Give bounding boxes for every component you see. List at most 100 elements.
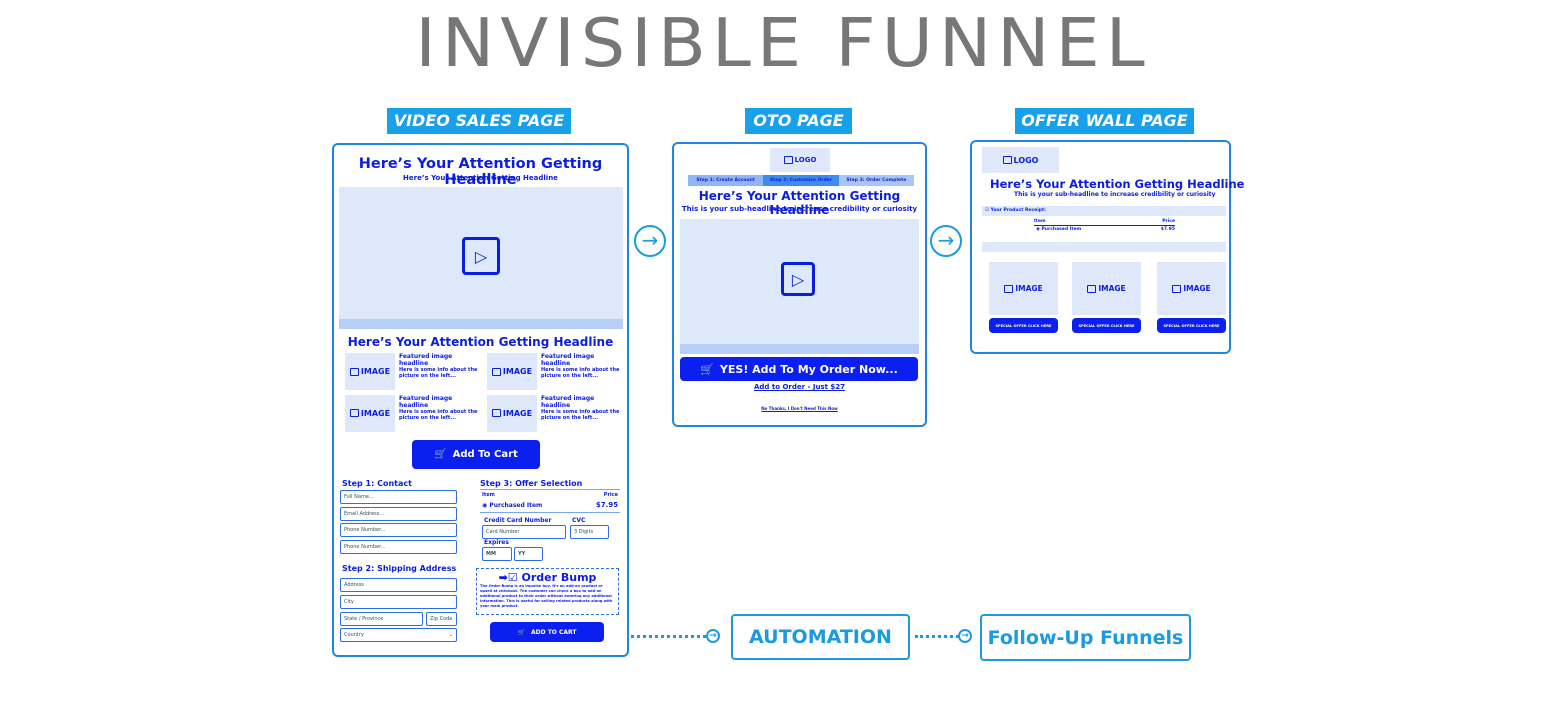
offer-card: IMAGE SPECIAL OFFER CLICK HERE xyxy=(1157,262,1226,333)
video-controls[interactable] xyxy=(339,319,623,329)
oto-headline: Here’s Your Attention Getting Headline xyxy=(698,189,901,217)
offerwall-label: OFFER WALL PAGE xyxy=(1015,108,1194,134)
dotted-connector xyxy=(631,635,706,638)
no-thanks-link[interactable]: No Thanks, I Don't Need This Now xyxy=(761,406,838,411)
offer-card: IMAGE SPECIAL OFFER CLICK HERE xyxy=(1072,262,1141,333)
address-input[interactable]: Address xyxy=(340,578,457,592)
video-player[interactable]: ▷ xyxy=(680,219,919,354)
feature-headline: Featured image headline xyxy=(399,394,453,409)
arrow-right-icon: → xyxy=(706,629,720,643)
month-select[interactable]: MM xyxy=(482,547,512,561)
image-icon xyxy=(1172,284,1182,293)
cart-icon: 🛒 xyxy=(517,628,525,636)
feature-text: Here is some info about the picture on t… xyxy=(399,367,478,379)
add-to-cart-small-button[interactable]: 🛒ADD TO CART xyxy=(490,622,604,642)
automation-box: AUTOMATION xyxy=(731,614,910,660)
oto-label: OTO PAGE xyxy=(745,108,852,134)
image-icon xyxy=(491,367,501,376)
add-to-cart-button[interactable]: 🛒Add To Cart xyxy=(412,440,540,469)
image-placeholder: IMAGE xyxy=(345,394,395,432)
arrow-right-icon: → xyxy=(958,629,972,643)
city-input[interactable]: City xyxy=(340,595,457,609)
special-offer-button[interactable]: SPECIAL OFFER CLICK HERE xyxy=(1072,318,1141,333)
item-price: $7.95 xyxy=(595,501,618,509)
price-header: Price xyxy=(603,492,618,498)
state-input[interactable]: State / Province xyxy=(340,612,423,626)
cvc-input[interactable]: 3 Digits xyxy=(570,525,609,539)
video-controls[interactable] xyxy=(680,344,919,354)
divider-bar xyxy=(982,242,1226,252)
image-placeholder: IMAGE xyxy=(345,353,395,390)
year-select[interactable]: YY xyxy=(514,547,543,561)
image-icon xyxy=(1087,284,1097,293)
zip-input[interactable]: Zip Code xyxy=(426,612,457,626)
vsp-headline-2: Here’s Your Attention Getting Headline xyxy=(347,335,614,349)
oto-subheadline: This is your sub-headline to increase cr… xyxy=(681,205,918,213)
phone-input[interactable]: Phone Number... xyxy=(340,523,457,537)
video-icon: ▷ xyxy=(781,262,815,296)
step-1: Step 1: Create Account xyxy=(688,175,764,186)
video-icon: ▷ xyxy=(462,237,500,275)
feature-text: Here is some info about the picture on t… xyxy=(541,367,620,379)
special-offer-button[interactable]: SPECIAL OFFER CLICK HERE xyxy=(989,318,1058,333)
cart-icon: 🛒 xyxy=(434,449,447,460)
offer-card: IMAGE SPECIAL OFFER CLICK HERE xyxy=(989,262,1058,333)
feature-headline: Featured image headline xyxy=(399,353,453,367)
add-to-order-link[interactable]: Add to Order - Just $27 xyxy=(753,383,845,391)
page-title: INVISIBLE FUNNEL xyxy=(415,4,1151,82)
step2-heading: Step 2: Shipping Address xyxy=(342,564,457,573)
image-placeholder: IMAGE xyxy=(487,353,537,390)
image-icon xyxy=(491,409,501,417)
feature-text: Here is some info about the picture on t… xyxy=(541,408,620,421)
cvc-label: CVC xyxy=(572,517,586,524)
feature-headline: Featured image headline xyxy=(541,394,595,409)
step-3: Step 3: Order Complete xyxy=(846,178,907,183)
image-icon xyxy=(349,409,359,417)
logo-placeholder: LOGO xyxy=(982,147,1059,173)
receipt-bar: ☑ Your Product Receipt: xyxy=(982,206,1226,216)
item-header: Item xyxy=(482,492,495,498)
full-name-input[interactable]: Full Name... xyxy=(340,490,457,504)
image-icon xyxy=(349,367,359,376)
logo-placeholder: LOGO xyxy=(770,148,830,172)
email-input[interactable]: Email Address... xyxy=(340,507,457,521)
order-bump-checkbox[interactable]: ➡☑ Order Bump xyxy=(498,571,597,584)
offerwall-subheadline: This is your sub-headline to increase cr… xyxy=(1014,191,1216,198)
image-icon xyxy=(1002,156,1012,164)
image-icon xyxy=(1004,284,1014,293)
chevron-down-icon: ⌄ xyxy=(448,632,453,638)
step3-heading: Step 3: Offer Selection xyxy=(480,479,583,488)
video-player[interactable]: ▷ xyxy=(339,187,623,329)
country-select[interactable]: Country⌄ xyxy=(340,628,457,642)
video-sales-page: Here’s Your Attention Getting Headline H… xyxy=(332,143,629,657)
step-2: Step 2: Customize Order xyxy=(763,175,839,186)
feature-headline: Featured image headline xyxy=(541,353,595,367)
purchased-item-radio[interactable]: ◉ Purchased Item xyxy=(482,502,543,509)
order-bump-box: ➡☑ Order Bump The Order Bump is an impul… xyxy=(476,568,619,615)
arrow-right-icon: → xyxy=(634,225,666,257)
image-icon xyxy=(783,156,793,164)
arrow-right-icon: → xyxy=(930,225,962,257)
step1-heading: Step 1: Contact xyxy=(342,479,412,488)
image-placeholder: IMAGE xyxy=(989,262,1058,315)
expires-label: Expires xyxy=(484,539,509,546)
card-number-input[interactable]: Card Number xyxy=(482,525,566,539)
follow-up-funnels-box: Follow-Up Funnels xyxy=(980,614,1191,661)
cart-icon: 🛒 xyxy=(700,362,714,376)
order-bump-text: The Order Bump is an impulse buy. It's a… xyxy=(480,584,613,608)
special-offer-button[interactable]: SPECIAL OFFER CLICK HERE xyxy=(1157,318,1226,333)
offer-table: Item Price ◉ Purchased Item $7.95 xyxy=(480,489,620,513)
cc-label: Credit Card Number xyxy=(484,517,552,524)
image-placeholder: IMAGE xyxy=(1157,262,1226,315)
phone-input-2[interactable]: Phone Number... xyxy=(340,540,457,554)
yes-add-to-order-button[interactable]: 🛒YES! Add To My Order Now... xyxy=(680,357,918,381)
vsp-subheadline: Here’s Your Attention Getting Headline xyxy=(403,174,558,182)
dotted-connector xyxy=(915,635,959,638)
vsp-headline: Here’s Your Attention Getting Headline xyxy=(358,156,603,188)
image-placeholder: IMAGE xyxy=(1072,262,1141,315)
image-placeholder: IMAGE xyxy=(487,394,537,432)
